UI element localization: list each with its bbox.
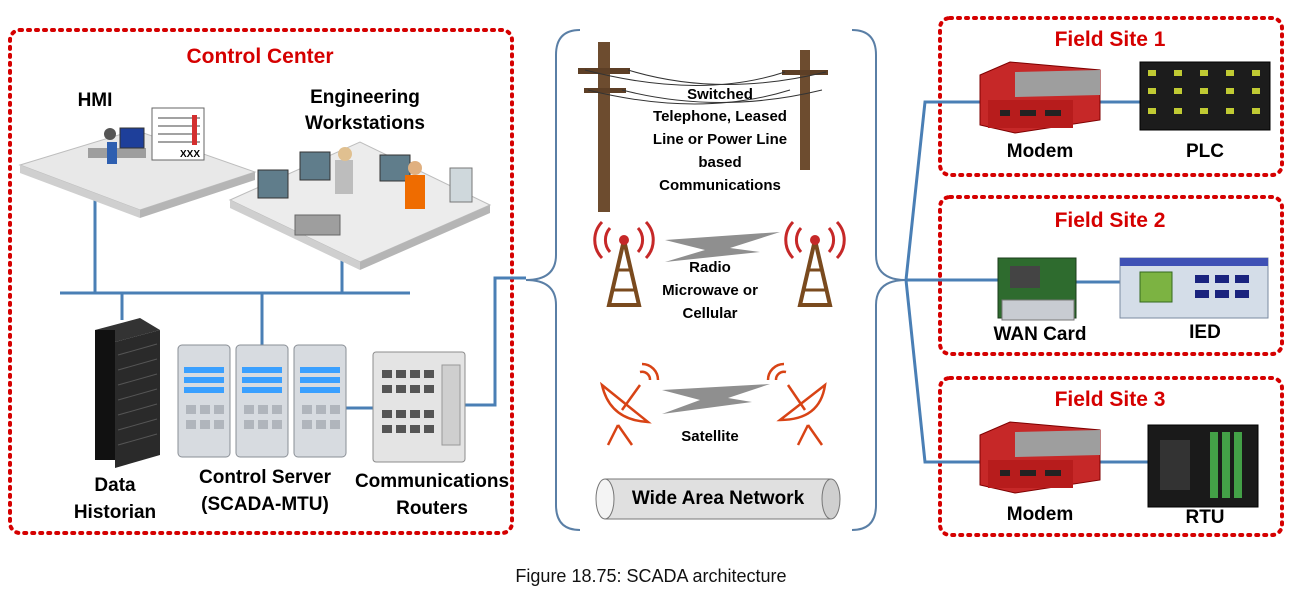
ied-icon <box>1119 257 1269 319</box>
phone-comm-line2: Telephone, Leased <box>653 108 787 125</box>
hmi-screen-text: XXX <box>179 149 200 160</box>
phone-comm-line4: based <box>698 154 742 171</box>
modem-1-icon <box>979 61 1101 134</box>
satellite-dish-right-icon <box>766 362 827 446</box>
wireless-link-bolt-icon <box>665 232 780 262</box>
plc-icon <box>1139 61 1271 131</box>
radio-label-line1: Radio <box>689 259 731 276</box>
utility-pole-icon <box>578 42 828 212</box>
engineering-label-line2: Workstations <box>304 113 425 134</box>
communications-router-icon <box>372 351 466 463</box>
data-historian-label-line1: Data <box>94 475 136 496</box>
engineering-label-line1: Engineering <box>310 87 420 108</box>
wan-card-icon <box>997 257 1077 321</box>
field-site-3-title: Field Site 3 <box>1054 388 1166 411</box>
data-historian-label-line2: Historian <box>73 502 157 523</box>
figure-caption: Figure 18.75: SCADA architecture <box>515 566 787 586</box>
field-site-3-box <box>938 376 1284 537</box>
field-site-1-device-a: Modem <box>1006 141 1074 162</box>
field-site-2-device-a: WAN Card <box>993 324 1087 345</box>
hmi-workstation-illustration <box>18 107 257 218</box>
communications-routers-label-line1: Communications <box>354 471 510 492</box>
field-site-3-device-a: Modem <box>1006 504 1074 525</box>
data-historian-server-icon <box>95 318 160 468</box>
rtu-icon <box>1147 424 1259 508</box>
field-site-2-box <box>938 195 1284 356</box>
satellite-label: Satellite <box>681 428 739 445</box>
control-center-box <box>8 28 514 535</box>
satellite-dish-left-icon <box>599 362 660 446</box>
field-site-3-device-b: RTU <box>1185 507 1225 528</box>
engineering-workstations-illustration <box>228 141 492 270</box>
radio-label-line3: Cellular <box>682 305 738 322</box>
satellite-link-bolt-icon <box>662 384 770 414</box>
communications-routers-label-line2: Routers <box>396 498 468 519</box>
field-links <box>904 100 1150 464</box>
control-server-label-line1: Control Server <box>199 467 331 488</box>
phone-comm-line3: Line or Power Line <box>652 131 788 148</box>
field-site-1-box <box>938 16 1284 177</box>
wide-area-network-label: Wide Area Network <box>631 488 805 509</box>
wan-left-bracket <box>525 29 581 531</box>
radio-label-line2: Microwave or <box>662 282 758 299</box>
hmi-label: HMI <box>77 90 113 111</box>
field-site-1-device-b: PLC <box>1186 141 1224 162</box>
radio-tower-right-icon <box>784 220 846 307</box>
wide-area-network-pipe <box>595 478 841 520</box>
field-site-2-device-b: IED <box>1189 322 1221 343</box>
field-site-1-title: Field Site 1 <box>1054 28 1166 51</box>
phone-comm-line1: Switched <box>687 86 753 103</box>
control-server-label-line2: (SCADA-MTU) <box>201 494 329 515</box>
radio-tower-left-icon <box>593 220 655 307</box>
modem-3-icon <box>979 421 1101 494</box>
control-server-icon <box>177 344 347 458</box>
wan-right-bracket <box>851 29 907 531</box>
field-site-2-title: Field Site 2 <box>1054 209 1166 232</box>
phone-comm-line5: Communications <box>659 177 781 194</box>
control-center-title: Control Center <box>186 45 334 68</box>
